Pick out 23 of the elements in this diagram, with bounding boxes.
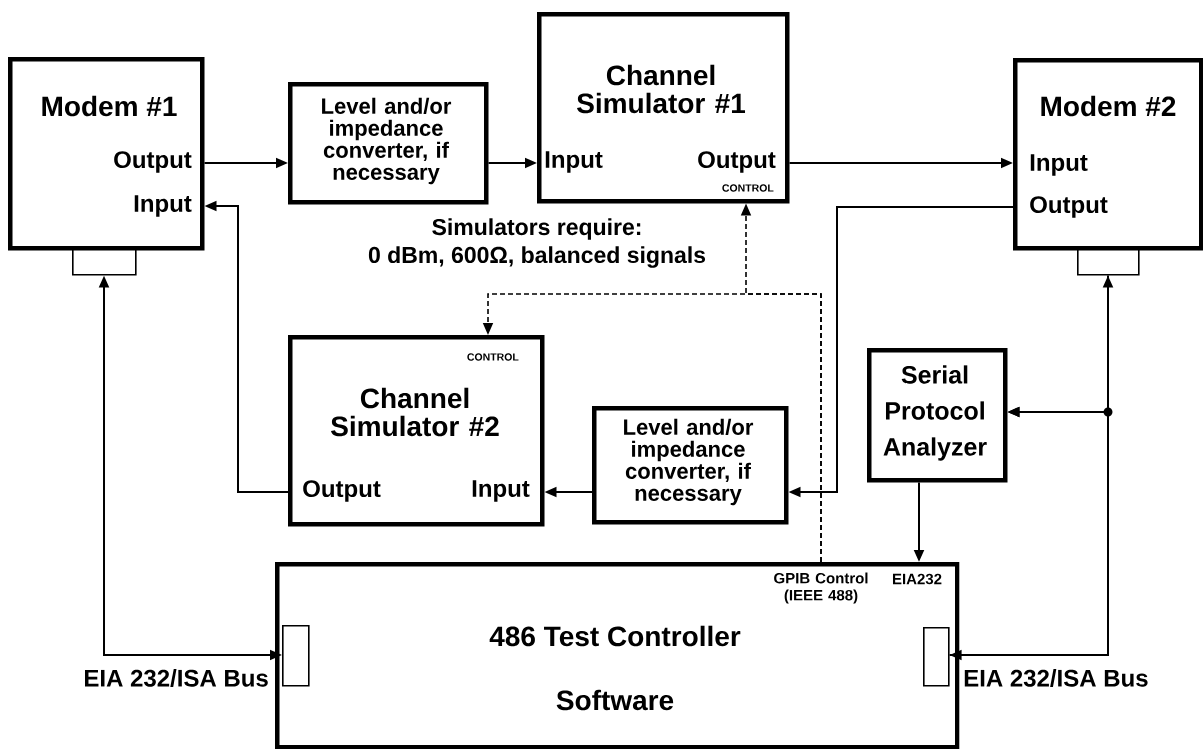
- port-label: Input: [472, 480, 530, 502]
- connector-port: [923, 627, 950, 687]
- port-label: Output: [1030, 196, 1108, 218]
- port-label: Input: [1030, 154, 1088, 176]
- interface-label: GPIB Control (IEEE 488): [774, 572, 868, 604]
- port-label: Input: [545, 151, 603, 173]
- port-label: Output: [698, 151, 776, 173]
- interface-label: EIA232: [893, 573, 942, 585]
- analyzer-box: Serial Protocol Analyzer: [867, 348, 1008, 483]
- connector-port: [1077, 248, 1140, 276]
- bus-label: EIA 232/ISA Bus: [962, 668, 1150, 688]
- control-label: CONTROL: [722, 184, 774, 192]
- bus-label: EIA 232/ISA Bus: [82, 668, 270, 688]
- note-text: Simulators require:: [430, 217, 644, 241]
- control-label: CONTROL: [467, 353, 519, 361]
- converter-box: Level and/or impedance converter, if necessary: [592, 406, 789, 525]
- port-label: Output: [114, 151, 192, 173]
- connector-port: [72, 248, 137, 276]
- note-text: 0 dBm, 600Ω, balanced signals: [367, 245, 707, 269]
- connector-port: [282, 625, 310, 687]
- port-label: Input: [134, 195, 192, 217]
- converter-box: Level and/or impedance converter, if necessary: [288, 82, 489, 205]
- port-label: Output: [303, 480, 381, 502]
